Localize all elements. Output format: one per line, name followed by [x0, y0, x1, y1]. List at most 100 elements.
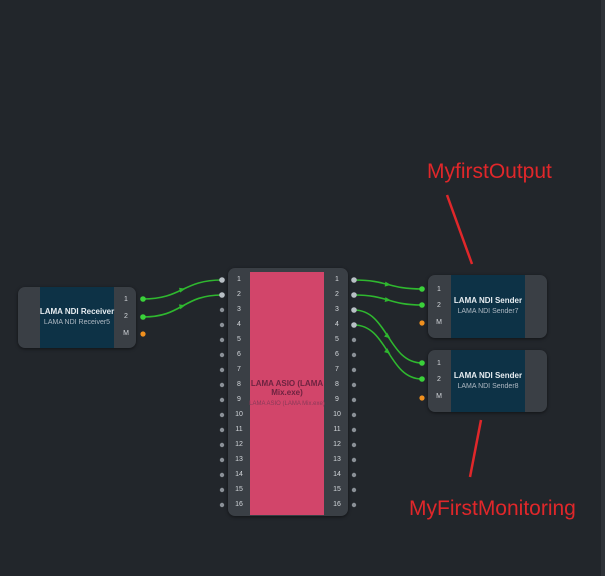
- annotation-monitoring-label: MyFirstMonitoring: [409, 497, 576, 520]
- mixer-port-label: 15: [333, 486, 341, 493]
- mixer-port-label: 1: [335, 276, 339, 283]
- port-dot: [351, 457, 357, 463]
- port-label: M: [123, 330, 129, 337]
- mixer-port-label: 11: [235, 426, 243, 433]
- asio-mixer-node[interactable]: LAMA ASIO (LAMA Mix.exe) LAMA ASIO (LAMA…: [228, 268, 348, 516]
- mixer-port-label: 2: [237, 291, 241, 298]
- port-label: 1: [437, 360, 441, 367]
- port-dot: [219, 487, 225, 493]
- annotation-output-pointer: [445, 194, 474, 265]
- port-dot: [219, 292, 225, 298]
- wire-arrow: [384, 297, 391, 303]
- ndi-sender7-subtitle: LAMA NDI Sender7: [457, 308, 519, 315]
- asio-mixer-body: LAMA ASIO (LAMA Mix.exe) LAMA ASIO (LAMA…: [249, 272, 325, 515]
- mixer-port-label: 9: [237, 396, 241, 403]
- port-dot: [351, 367, 357, 373]
- mixer-port-label: 11: [333, 426, 341, 433]
- mixer-port-label: 9: [335, 396, 339, 403]
- mixer-port-label: 10: [235, 411, 243, 418]
- wire-arrow: [178, 304, 186, 310]
- mixer-port-label: 2: [335, 291, 339, 298]
- mixer-port-label: 12: [235, 441, 243, 448]
- port-label: 1: [124, 296, 128, 303]
- port-dot: [219, 442, 225, 448]
- port-dot: [351, 292, 357, 298]
- port-dot: [219, 427, 225, 433]
- ndi-sender8-title: LAMA NDI Sender: [453, 370, 523, 380]
- wire-arrow: [384, 332, 391, 339]
- ndi-sender7-body: LAMA NDI Sender LAMA NDI Sender7: [451, 275, 525, 338]
- port-label: M: [436, 393, 442, 400]
- port-dot: [419, 376, 425, 382]
- port-dot: [419, 286, 425, 292]
- port-dot: [219, 457, 225, 463]
- port-dot: [219, 412, 225, 418]
- port-dot: [351, 382, 357, 388]
- port-dot: [219, 322, 225, 328]
- port-dot: [419, 302, 425, 308]
- port-dot: [219, 352, 225, 358]
- port-dot: [351, 472, 357, 478]
- port-dot: [219, 472, 225, 478]
- port-dot: [351, 412, 357, 418]
- mixer-port-label: 3: [237, 306, 241, 313]
- port-dot: [351, 337, 357, 343]
- ndi-sender7-node[interactable]: LAMA NDI Sender LAMA NDI Sender7 1 2 M: [428, 275, 547, 338]
- port-dot: [219, 337, 225, 343]
- port-dot: [219, 277, 225, 283]
- annotation-monitoring-pointer: [468, 419, 483, 478]
- ndi-sender7-title: LAMA NDI Sender: [453, 296, 523, 305]
- port-dot: [219, 367, 225, 373]
- port-dot: [351, 277, 357, 283]
- mixer-port-label: 14: [333, 471, 341, 478]
- ndi-sender8-node[interactable]: LAMA NDI Sender LAMA NDI Sender8 1 2 M: [428, 350, 547, 412]
- annotation-output-label: MyfirstOutput: [427, 160, 552, 183]
- port-dot: [351, 307, 357, 313]
- port-label: M: [436, 319, 442, 326]
- port-dot: [219, 307, 225, 313]
- ndi-receiver-title: LAMA NDI Receiver: [39, 307, 115, 316]
- port-dot: [140, 296, 146, 302]
- port-dot: [351, 487, 357, 493]
- mixer-port-label: 8: [335, 381, 339, 388]
- mixer-port-label: 3: [335, 306, 339, 313]
- port-dot: [351, 352, 357, 358]
- wire-arrow: [384, 348, 391, 354]
- port-dot: [140, 314, 146, 320]
- ndi-sender8-body: LAMA NDI Sender LAMA NDI Sender8: [451, 350, 525, 412]
- ndi-sender8-subtitle: LAMA NDI Sender8: [457, 382, 519, 390]
- port-dot: [351, 442, 357, 448]
- ndi-receiver-body: LAMA NDI Receiver LAMA NDI Receiver5: [40, 287, 114, 348]
- mixer-port-label: 4: [335, 321, 339, 328]
- port-dot: [219, 382, 225, 388]
- mixer-port-label: 13: [333, 456, 341, 463]
- canvas-edge: [601, 0, 605, 576]
- wire-arrow: [178, 287, 186, 293]
- asio-mixer-title: LAMA ASIO (LAMA Mix.exe): [250, 379, 324, 397]
- port-dot: [419, 395, 425, 401]
- mixer-port-label: 10: [333, 411, 341, 418]
- mixer-port-label: 15: [235, 486, 243, 493]
- port-label: 2: [437, 376, 441, 383]
- mixer-port-label: 4: [237, 321, 241, 328]
- mixer-port-label: 5: [237, 336, 241, 343]
- port-dot: [419, 360, 425, 366]
- ndi-receiver-subtitle: LAMA NDI Receiver5: [43, 319, 111, 326]
- wire-arrow: [384, 281, 391, 287]
- mixer-port-label: 1: [237, 276, 241, 283]
- mixer-port-label: 7: [237, 366, 241, 373]
- mixer-port-label: 6: [335, 351, 339, 358]
- mixer-port-label: 6: [237, 351, 241, 358]
- mixer-port-label: 16: [235, 501, 243, 508]
- port-dot: [351, 397, 357, 403]
- ndi-receiver-node[interactable]: LAMA NDI Receiver LAMA NDI Receiver5 1 2…: [18, 287, 136, 348]
- asio-mixer-subtitle: LAMA ASIO (LAMA Mix.exe): [249, 401, 325, 407]
- mixer-port-label: 8: [237, 381, 241, 388]
- mixer-port-label: 12: [333, 441, 341, 448]
- port-dot: [419, 320, 425, 326]
- port-dot: [351, 502, 357, 508]
- port-dot: [219, 397, 225, 403]
- port-dot: [351, 427, 357, 433]
- port-label: 2: [437, 302, 441, 309]
